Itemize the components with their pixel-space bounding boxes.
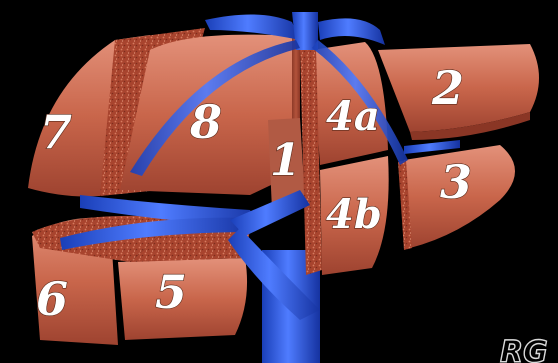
segment-label-7: 7 — [40, 105, 72, 159]
segment-label-4b: 4b — [326, 191, 382, 238]
segment-3-vessel — [404, 140, 460, 154]
segment-label-6: 6 — [36, 272, 68, 326]
segment-label-3: 3 — [440, 155, 472, 209]
segment-label-8: 8 — [189, 95, 222, 149]
segment-label-1: 1 — [270, 135, 301, 186]
segment-label-4a: 4a — [326, 93, 380, 140]
watermark-logo: RG — [500, 335, 548, 363]
segment-label-5: 5 — [155, 265, 187, 319]
left-hepatic-vein — [318, 18, 385, 45]
segment-label-2: 2 — [431, 61, 464, 115]
